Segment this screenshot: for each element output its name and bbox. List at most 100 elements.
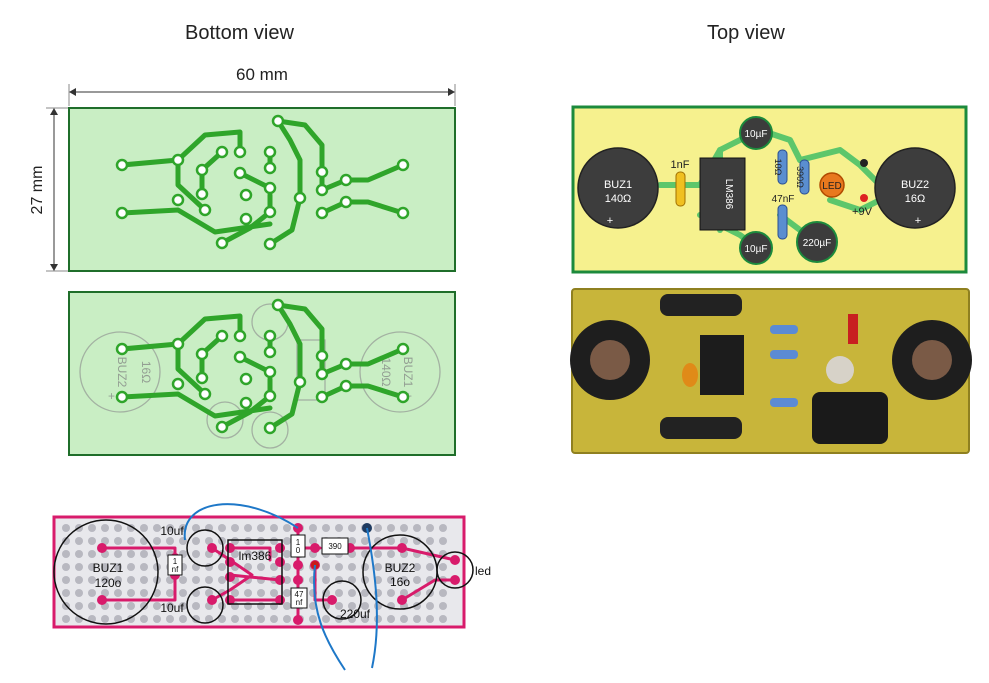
perfboard-hole: [439, 537, 447, 545]
perfboard-hole: [426, 563, 434, 571]
perfboard-hole: [88, 537, 96, 545]
perfboard-hole: [426, 602, 434, 610]
perf-led-label: led: [475, 564, 491, 578]
buz1-label: BUZ1: [604, 179, 632, 191]
perfboard-hole: [361, 615, 369, 623]
perfboard-hole: [218, 615, 226, 623]
perf-1nf-label-b: nf: [172, 565, 179, 574]
perf-10-label-a: 1: [296, 538, 301, 547]
perf-ic-label: lm386: [239, 549, 272, 563]
perfboard-hole: [244, 615, 252, 623]
perfboard-hole: [218, 524, 226, 532]
perfboard-wires: [183, 503, 378, 671]
perfboard-hole: [387, 589, 395, 597]
perfboard-hole: [101, 589, 109, 597]
led: [819, 172, 845, 198]
photo-capacitor-220uf: [812, 392, 888, 444]
perfboard-hole: [309, 524, 317, 532]
solder-pads: [115, 114, 410, 251]
perfboard-hole: [140, 602, 148, 610]
capacitor-1nf-label: 1nF: [671, 159, 690, 171]
perfboard-hole: [140, 576, 148, 584]
perfboard-hole: [88, 524, 96, 532]
perfboard-hole: [270, 537, 278, 545]
perfboard-hole: [387, 563, 395, 571]
ghost-buz2-value: 16Ω: [139, 361, 153, 383]
width-label: 60 mm: [236, 65, 288, 84]
buz1-plus: +: [607, 215, 613, 227]
perfboard-hole: [257, 602, 265, 610]
capacitor-220uf-label: 220µF: [803, 238, 832, 249]
perfboard-hole: [348, 589, 356, 597]
perf-47nf-label-b: nf: [296, 598, 303, 607]
perfboard-hole: [62, 576, 70, 584]
perfboard-hole: [140, 589, 148, 597]
capacitor-47nf-label: 47nF: [772, 194, 795, 205]
perfboard-hole: [192, 524, 200, 532]
lm386-label: LM386: [723, 179, 734, 210]
perfboard-hole: [140, 563, 148, 571]
bottom-view-title: Bottom view: [185, 22, 294, 44]
resistor-390: [799, 159, 810, 195]
copper-traces-overlay: [119, 302, 406, 431]
perfboard-hole: [387, 550, 395, 558]
perfboard-hole: [166, 524, 174, 532]
perfboard-hole: [426, 537, 434, 545]
supply-label: +9V: [852, 206, 873, 218]
assembled-board-photo: [570, 288, 972, 454]
perfboard-hole: [101, 576, 109, 584]
perfboard-hole: [88, 589, 96, 597]
perfboard-hole: [153, 563, 161, 571]
perfboard-hole: [75, 602, 83, 610]
perfboard-hole: [400, 524, 408, 532]
perfboard-hole: [244, 537, 252, 545]
perfboard-hole: [114, 589, 122, 597]
perfboard-hole: [62, 615, 70, 623]
perfboard-hole: [374, 563, 382, 571]
perfboard-hole: [374, 615, 382, 623]
perfboard-hole: [218, 576, 226, 584]
perfboard-hole: [127, 550, 135, 558]
perfboard-hole: [283, 589, 291, 597]
perfboard-hole: [62, 537, 70, 545]
perfboard-hole: [114, 537, 122, 545]
perfboard-hole: [439, 524, 447, 532]
perfboard-hole: [101, 615, 109, 623]
capacitor-10uf-top: [739, 116, 773, 150]
photo-ic: [700, 335, 744, 395]
perfboard-hole: [166, 615, 174, 623]
photo-led: [826, 356, 854, 384]
perfboard-hole: [257, 524, 265, 532]
perfboard-pads: [97, 523, 460, 625]
ghost-buz2-label: BUZ2: [115, 357, 129, 388]
perfboard-hole: [140, 524, 148, 532]
perfboard-hole: [413, 537, 421, 545]
perfboard-hole: [114, 524, 122, 532]
perfboard-hole: [231, 524, 239, 532]
perfboard-hole: [348, 563, 356, 571]
resistor-390-label: 390Ω: [795, 166, 805, 188]
perfboard-hole: [205, 589, 213, 597]
capacitor-10uf-top-label: 10µF: [745, 129, 768, 140]
perf-220uf-label: 220uf: [340, 607, 371, 621]
perfboard-hole: [283, 550, 291, 558]
ghost-buz1-value: 140Ω: [379, 358, 393, 387]
perf-ic-outline: [227, 539, 283, 605]
perfboard-hole: [192, 537, 200, 545]
buz2-label: BUZ2: [901, 179, 929, 191]
perfboard-hole: [283, 576, 291, 584]
perfboard-hole: [127, 589, 135, 597]
perfboard-hole: [153, 615, 161, 623]
buz2-value: 16Ω: [905, 193, 925, 205]
perf-led-outline: [436, 551, 474, 589]
perfboard-hole: [231, 615, 239, 623]
perf-10-resistor: [290, 534, 306, 558]
perfboard-hole: [179, 615, 187, 623]
resistor-10: [777, 149, 788, 185]
perfboard-hole: [283, 615, 291, 623]
pcb-board: [68, 107, 456, 272]
perfboard-hole: [75, 550, 83, 558]
perf-390-label: 390: [328, 542, 342, 551]
perfboard-hole: [361, 563, 369, 571]
perfboard-hole: [192, 576, 200, 584]
